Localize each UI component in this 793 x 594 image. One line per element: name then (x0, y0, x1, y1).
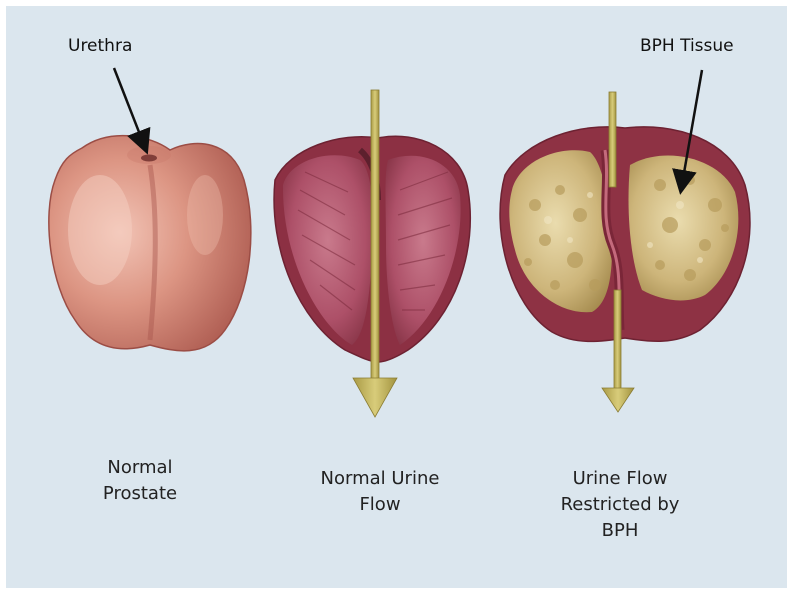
normal-flow-arrow-head (353, 378, 397, 417)
normal-cross-section-illustration (274, 90, 470, 417)
restricted-flow-arrow-shaft-top (609, 92, 616, 187)
caption-normal-urine-flow: Normal Urine Flow (290, 466, 470, 518)
caption-restricted-flow: Urine Flow Restricted by BPH (530, 466, 710, 544)
restricted-flow-arrow-shaft-bottom (614, 290, 621, 390)
normal-prostate-illustration (49, 136, 251, 351)
urethra-label: Urethra (68, 36, 132, 56)
bph-cross-section-illustration (500, 92, 750, 412)
restricted-flow-arrow-head (602, 388, 634, 412)
caption-normal-prostate: Normal Prostate (80, 455, 200, 507)
normal-flow-arrow-shaft (371, 90, 379, 380)
bph-tissue-label: BPH Tissue (640, 36, 734, 56)
